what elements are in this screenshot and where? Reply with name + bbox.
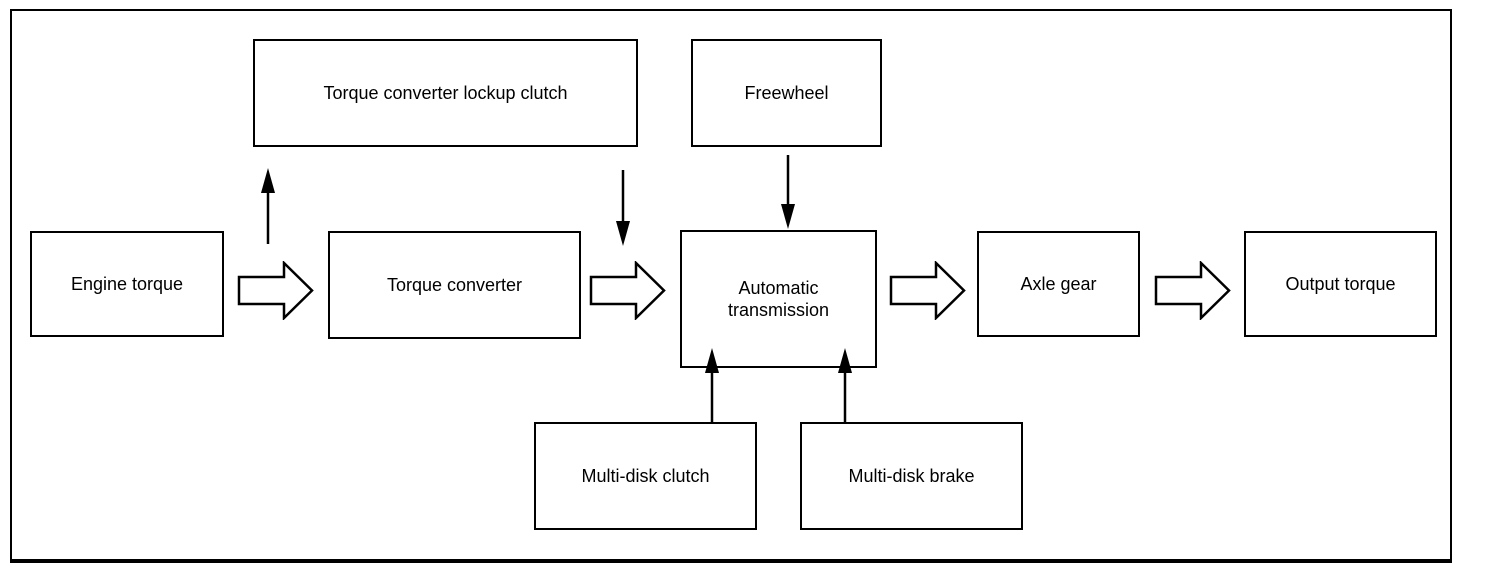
node-label: Multi-disk clutch	[581, 465, 710, 486]
node-label: Torque converter	[386, 274, 523, 295]
node-label: Engine torque	[70, 273, 184, 294]
node-multi-disk-brake: Multi-disk brake	[800, 422, 1023, 530]
node-label: Output torque	[1285, 273, 1396, 294]
node-automatic-transmission: Automatic transmission	[680, 230, 877, 368]
node-axle-gear: Axle gear	[977, 231, 1140, 337]
node-label: Automatic transmission	[727, 277, 830, 321]
block-arrow-axle-to-output-icon	[1154, 261, 1231, 320]
node-label: Torque converter lockup clutch	[323, 82, 568, 103]
up-arrow-brake-to-transmission-icon	[838, 348, 852, 422]
node-label: Multi-disk brake	[848, 465, 975, 486]
up-arrow-to-lockup-clutch-icon	[261, 168, 275, 244]
down-arrow-from-lockup-clutch-icon	[616, 170, 630, 246]
node-multi-disk-clutch: Multi-disk clutch	[534, 422, 757, 530]
block-arrow-engine-to-converter-icon	[237, 261, 314, 320]
node-output-torque: Output torque	[1244, 231, 1437, 337]
up-arrow-clutch-to-transmission-icon	[705, 348, 719, 422]
node-label: Axle gear	[1020, 273, 1097, 294]
node-freewheel: Freewheel	[691, 39, 882, 147]
node-torque-converter-lockup-clutch: Torque converter lockup clutch	[253, 39, 638, 147]
block-arrow-transmission-to-axle-icon	[889, 261, 966, 320]
node-engine-torque: Engine torque	[30, 231, 224, 337]
node-label: Freewheel	[744, 82, 829, 103]
block-arrow-converter-to-transmission-icon	[589, 261, 666, 320]
down-arrow-freewheel-to-transmission-icon	[781, 155, 795, 229]
node-torque-converter: Torque converter	[328, 231, 581, 339]
